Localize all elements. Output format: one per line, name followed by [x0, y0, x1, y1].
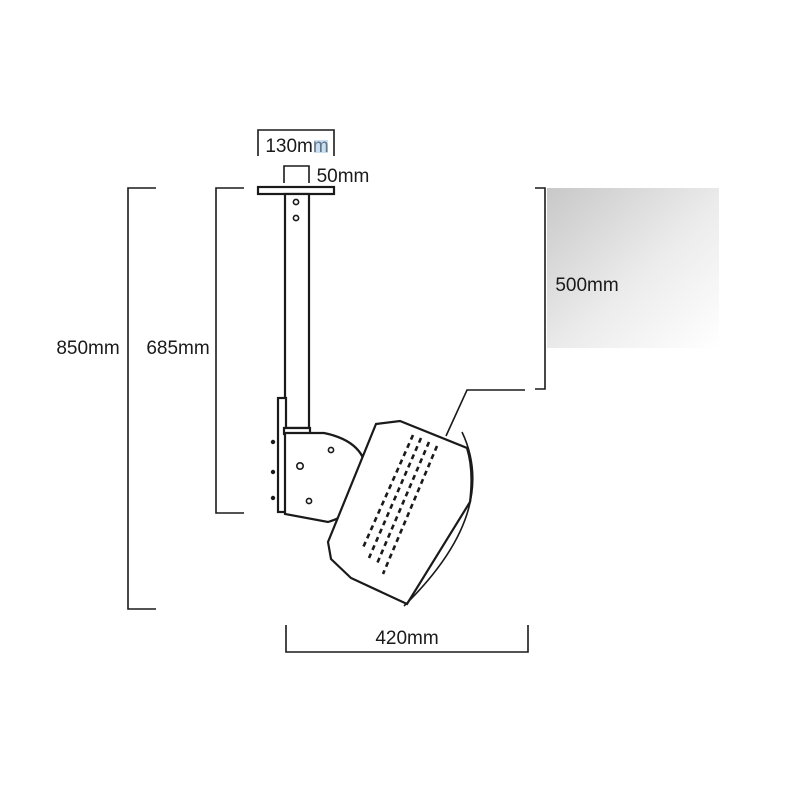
plate-width-label: 130mm: [265, 136, 328, 157]
pole-screw-2: [292, 214, 300, 222]
mount-height-label: 685mm: [146, 338, 209, 359]
pole-width-label: 50mm: [317, 166, 370, 187]
dimension-130: 130mm: [257, 129, 335, 157]
bracket-pivot: [295, 461, 304, 470]
dimension-850: 850mm: [56, 187, 156, 610]
text-highlight: [314, 140, 328, 153]
dimension-500: 500mm: [535, 187, 619, 390]
heater-head: [326, 389, 525, 607]
total-height-label: 850mm: [56, 338, 119, 359]
dimension-420: 420mm: [285, 625, 529, 653]
pole-screw-1: [292, 198, 300, 206]
ceiling-mount: [256, 185, 336, 430]
cooling-slots: [360, 434, 439, 575]
ceiling-area: [547, 188, 719, 348]
power-cable: [445, 389, 525, 437]
bracket-bolt-2: [270, 469, 276, 475]
bracket-screw-2: [305, 497, 313, 505]
dimension-685: 685mm: [146, 187, 244, 514]
bracket-bolt-1: [270, 439, 276, 445]
clearance-label: 500mm: [555, 275, 618, 296]
bracket-bolt-3: [270, 495, 276, 501]
dimension-50: 50mm: [283, 165, 370, 187]
heater-reflector: [403, 431, 474, 607]
pole: [283, 192, 311, 430]
head-width-label: 420mm: [375, 628, 438, 649]
bracket-screw-1: [327, 446, 335, 454]
